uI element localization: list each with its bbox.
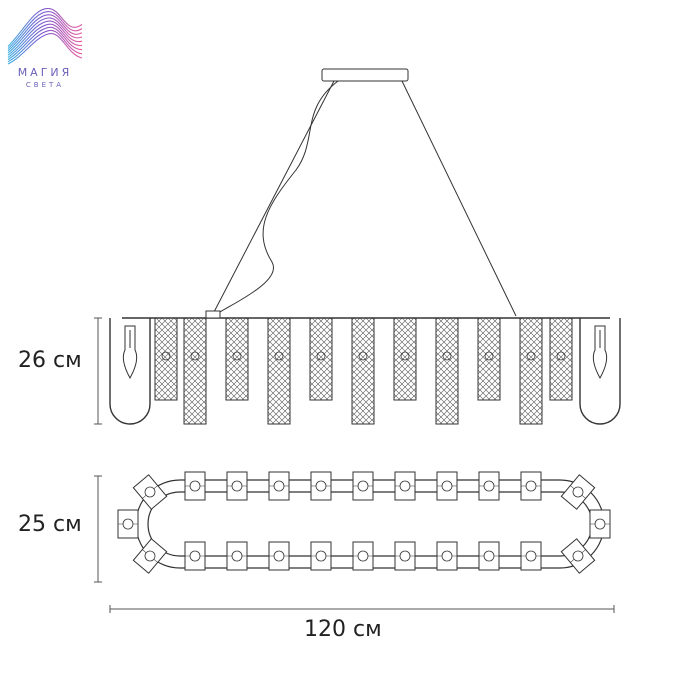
depth-dimension-label: 25 см	[18, 512, 82, 537]
crystal-panels	[154, 317, 573, 425]
top-view-end-panel	[589, 509, 611, 539]
suspension-cable-left	[213, 80, 335, 313]
crystal-panel	[435, 317, 459, 425]
crystal-panel	[225, 317, 249, 401]
width-dimension-label: 120 см	[304, 617, 382, 642]
top-view-outer-frame	[135, 479, 605, 569]
crystal-panel	[519, 317, 543, 425]
brand-subtitle: СВЕТА	[25, 81, 65, 89]
depth-dimension-line	[94, 475, 102, 583]
power-cord	[219, 80, 339, 313]
cord-mount	[205, 310, 221, 319]
bulb-right	[592, 325, 608, 380]
top-view-end-panel	[560, 474, 596, 510]
top-view-end-panel	[132, 474, 168, 510]
end-lamp-right	[579, 318, 621, 425]
brand-name: МАГИЯ	[17, 66, 73, 79]
crystal-panel	[393, 317, 417, 401]
height-dimension-line	[94, 317, 102, 425]
ceiling-canopy	[321, 68, 409, 82]
end-lamp-left	[109, 318, 151, 425]
width-dimension-line	[109, 605, 615, 613]
brand-logo-icon	[7, 7, 83, 65]
suspension-cable-right	[401, 80, 517, 317]
crystal-panel	[549, 317, 573, 401]
top-view-panels	[117, 471, 611, 574]
bulb-left	[122, 325, 138, 380]
crystal-panel	[477, 317, 501, 401]
top-view-end-panel	[560, 538, 596, 574]
crystal-panel	[183, 317, 207, 425]
top-view-end-panel	[117, 509, 139, 539]
top-view-end-panel	[132, 538, 168, 574]
crystal-panel	[351, 317, 375, 425]
height-dimension-label: 26 см	[18, 348, 82, 373]
crystal-panel	[267, 317, 291, 425]
crystal-panel	[309, 317, 333, 401]
crystal-panel	[154, 317, 178, 401]
